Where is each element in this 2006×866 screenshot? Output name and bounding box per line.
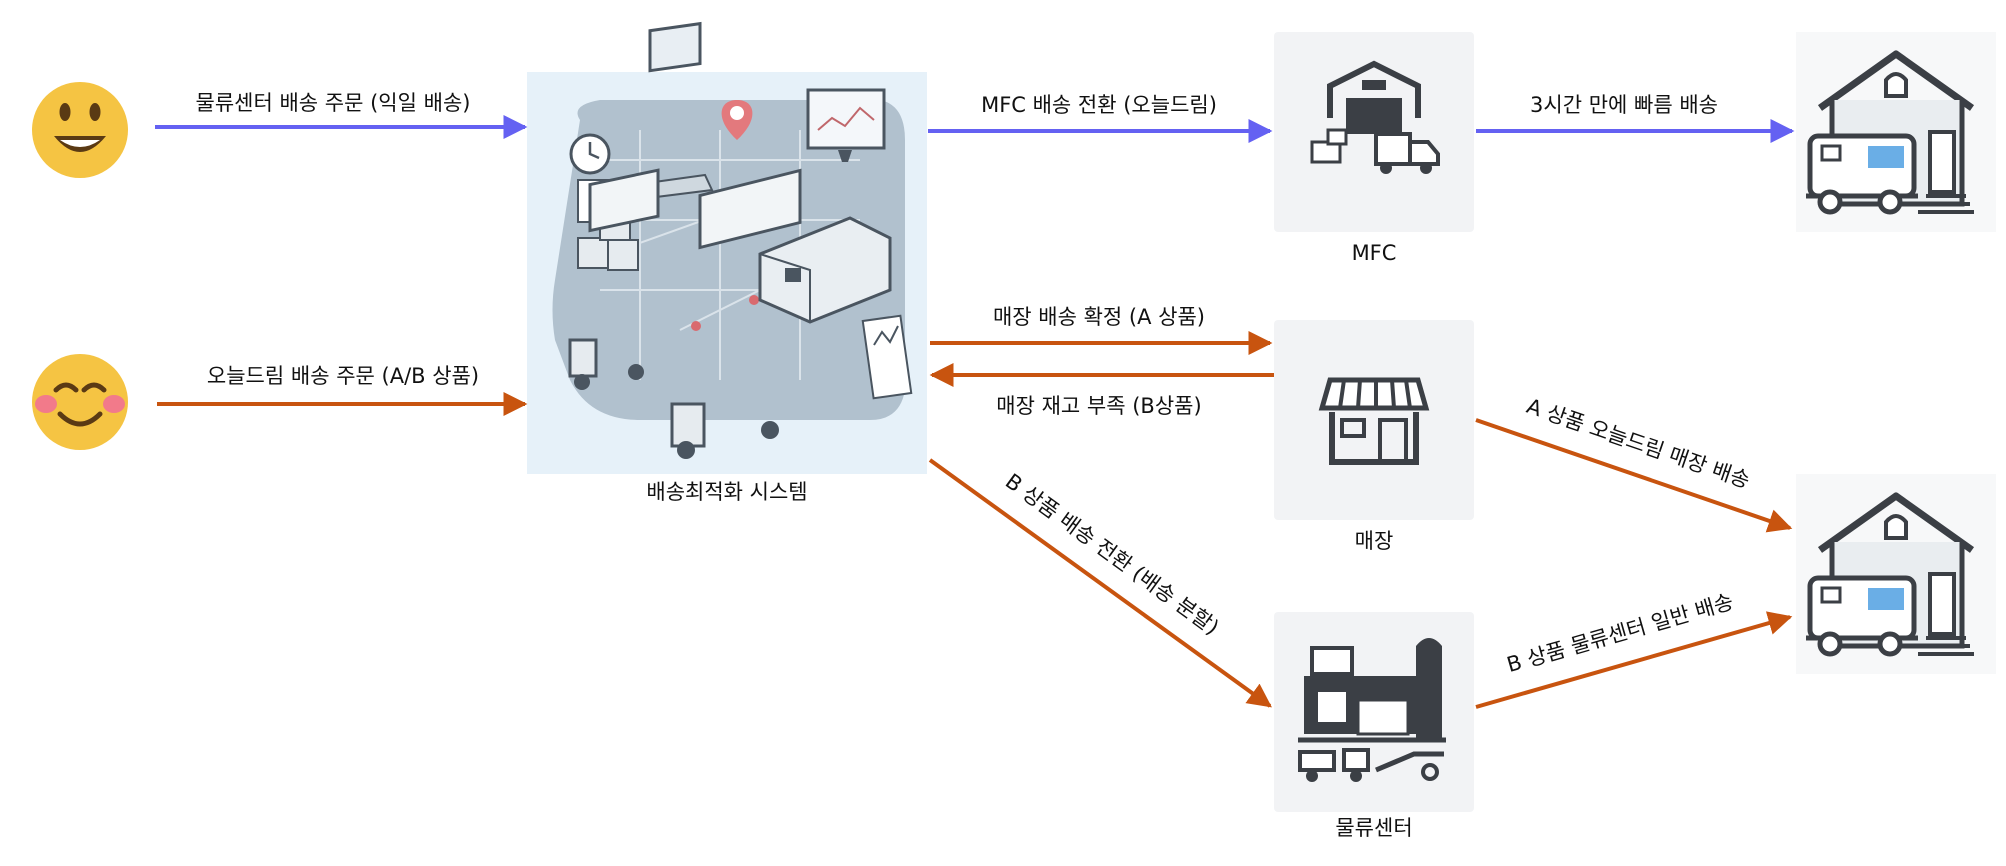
label-mfc-switch: MFC 배송 전환 (오늘드림) [981, 93, 1217, 117]
grinning-face-icon [32, 82, 128, 178]
arrow-a-store-delivery [1475, 418, 1793, 533]
warehouse-truck-icon [1274, 32, 1474, 232]
distribution-center-label: 물류센터 [1335, 816, 1412, 840]
mfc-label: MFC [1352, 241, 1397, 265]
house-delivery-van-icon [1796, 32, 1996, 232]
smiling-face-icon [32, 354, 128, 450]
label-a-store-delivery: A 상품 오늘드림 매장 배송 [1524, 394, 1753, 493]
label-mfc-fast: 3시간 만에 빠름 배송 [1530, 93, 1718, 117]
factory-icon [1274, 612, 1474, 812]
arrow-b-dc-delivery [1475, 611, 1793, 709]
label-store-confirm: 매장 배송 확정 (A 상품) [993, 305, 1205, 329]
system-label: 배송최적화 시스템 [646, 480, 807, 504]
label-store-shortage: 매장 재고 부족 (B상품) [996, 394, 1201, 418]
store-label: 매장 [1355, 529, 1394, 553]
label-order-today: 오늘드림 배송 주문 (A/B 상품) [207, 364, 479, 388]
label-order-dc: 물류센터 배송 주문 (익일 배송) [196, 91, 471, 115]
logistics-system-illustration [527, 21, 927, 474]
storefront-icon [1274, 320, 1474, 520]
arrow-b-switch [928, 458, 1272, 708]
house-delivery-van-icon [1796, 474, 1996, 674]
label-b-switch: B 상품 배송 전환 (배송 분할) [1001, 469, 1223, 640]
